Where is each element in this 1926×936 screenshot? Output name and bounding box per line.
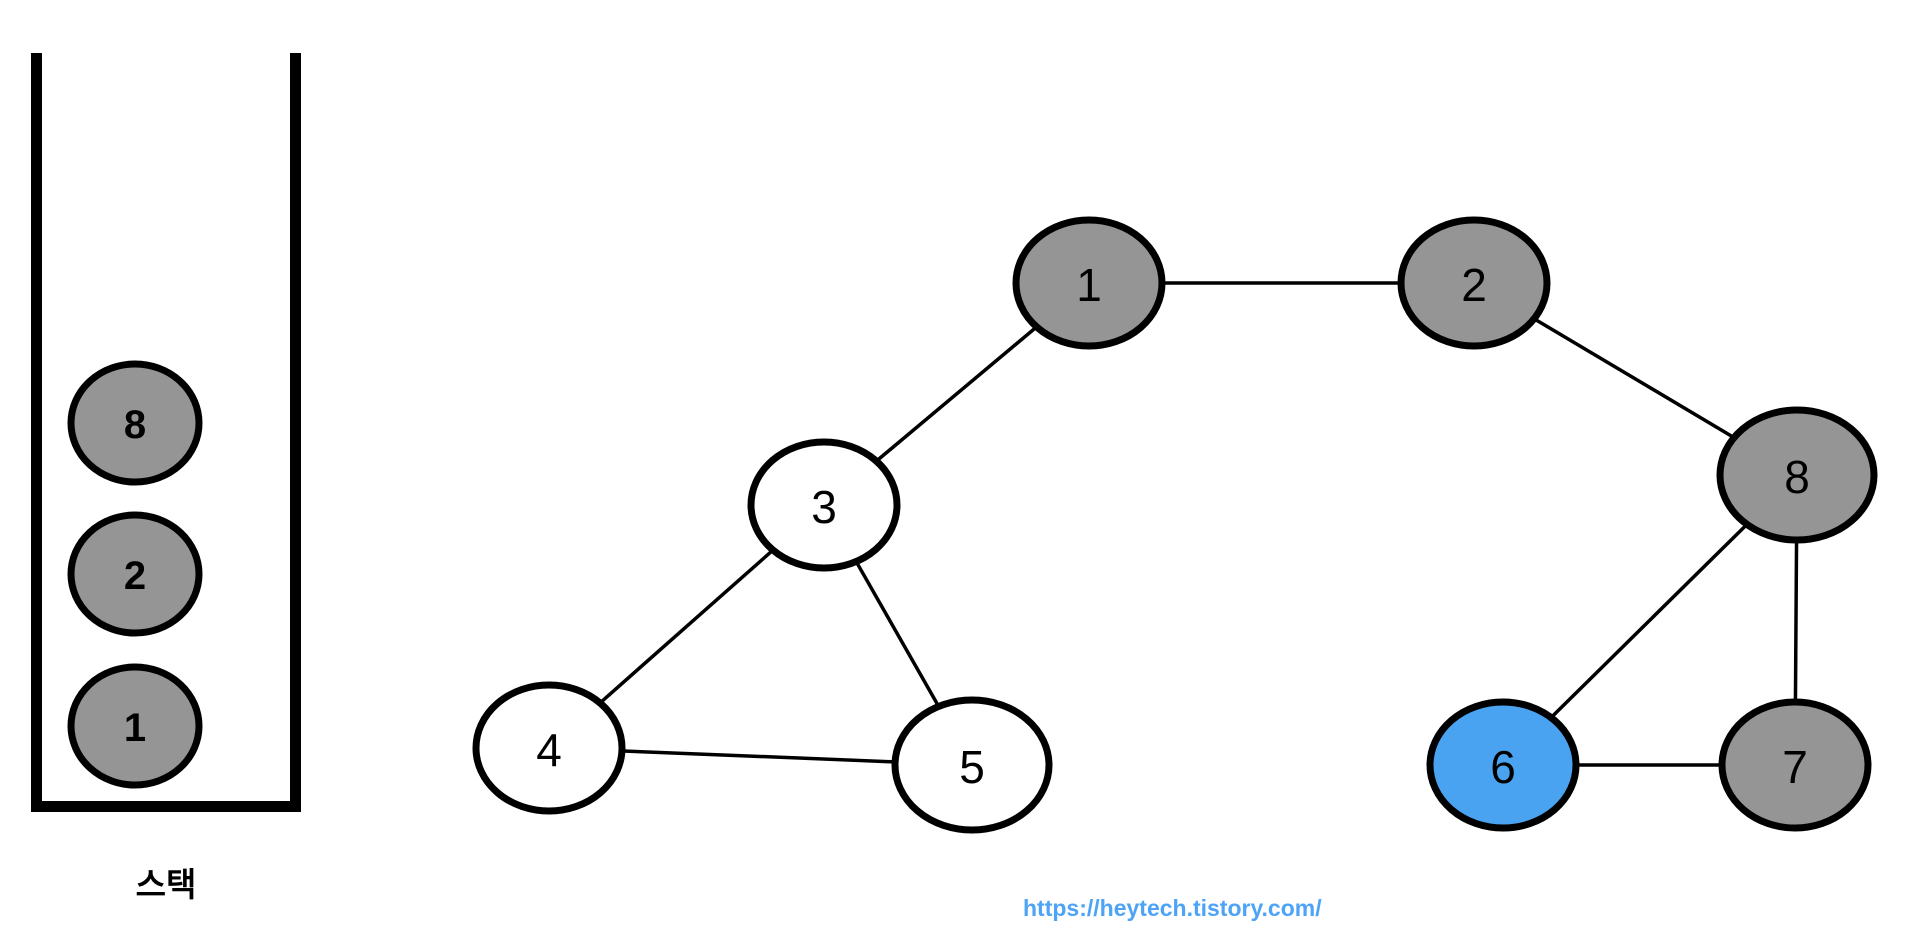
graph-node-7[interactable]: 7: [1718, 698, 1872, 832]
stack-item-label: 2: [124, 554, 146, 598]
graph-node-circle[interactable]: [747, 438, 901, 572]
stack-wall-bottom: [31, 801, 301, 812]
graph-edge-4-5: [619, 749, 898, 764]
stack-item: 1: [67, 663, 203, 789]
graph-node-4[interactable]: 4: [472, 681, 626, 815]
stack-caption-label: 스택: [135, 865, 197, 904]
stack-item-ellipse: [67, 360, 203, 486]
graph-node-label: 2: [1461, 259, 1487, 311]
graph-node-circle[interactable]: [891, 696, 1053, 834]
graph-edge-1-3: [873, 324, 1040, 464]
graph-node-3[interactable]: 3: [747, 438, 901, 572]
graph-nodes: 1 2 3 4 5 6 7 8: [472, 216, 1878, 834]
graph-node-label: 8: [1784, 451, 1810, 503]
stack-container: [31, 53, 301, 812]
graph-node-circle[interactable]: [472, 681, 626, 815]
stack-item-label: 8: [124, 403, 146, 447]
graph-edges: [597, 281, 1799, 767]
graph-edge-8-6: [1548, 521, 1750, 721]
graph-edge-2-8: [1531, 316, 1737, 441]
stack-item-ellipse: [67, 511, 203, 637]
graph-node-label: 6: [1490, 741, 1516, 793]
graph-node-circle[interactable]: [1716, 406, 1878, 544]
graph-node-1[interactable]: 1: [1012, 216, 1166, 350]
stack-item-label: 1: [124, 706, 146, 750]
graph-node-circle[interactable]: [1397, 216, 1551, 350]
stack-wall-left: [31, 53, 42, 812]
graph-node-label: 1: [1076, 259, 1102, 311]
stack-item: 8: [67, 360, 203, 486]
graph-node-label: 4: [536, 724, 562, 776]
graph-node-2[interactable]: 2: [1397, 216, 1551, 350]
stack-item: 2: [67, 511, 203, 637]
stack-wall-right: [290, 53, 301, 812]
graph-node-label: 3: [811, 481, 837, 533]
graph-edge-3-5: [853, 558, 942, 710]
graph-node-5[interactable]: 5: [891, 696, 1053, 834]
graph-node-label: 7: [1782, 741, 1808, 793]
watermark-url: https://heytech.tistory.com/: [1023, 895, 1322, 921]
graph-node-circle[interactable]: [1012, 216, 1166, 350]
stack-item-ellipse: [67, 663, 203, 789]
graph-node-6[interactable]: 6: [1426, 698, 1580, 832]
graph-node-circle[interactable]: [1718, 698, 1872, 832]
graph-edge-3-4: [597, 547, 776, 706]
graph-node-label: 5: [959, 741, 985, 793]
graph-edge-8-7: [1793, 537, 1799, 705]
graph-node-8[interactable]: 8: [1716, 406, 1878, 544]
graph-node-circle[interactable]: [1426, 698, 1580, 832]
